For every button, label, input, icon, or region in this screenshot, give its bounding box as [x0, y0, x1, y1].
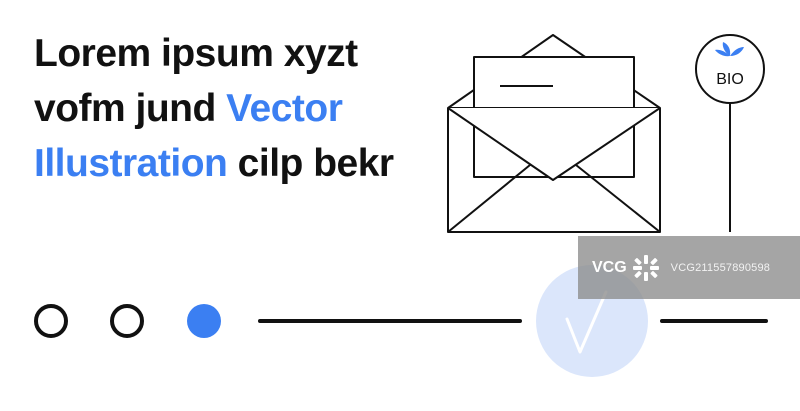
pinwheel-icon	[632, 254, 659, 281]
watermark-brand: VCG	[592, 258, 627, 276]
step-dot-3-active	[187, 304, 221, 338]
step-dot-1	[34, 304, 68, 338]
watermark-logo: VCG	[592, 253, 661, 283]
headline: Lorem ipsum xyzt vofm jund Vector Illust…	[34, 26, 454, 191]
badge-label: BIO	[716, 71, 744, 88]
watermark-id: VCG211557890598	[670, 261, 771, 274]
headline-part-2: cilp bekr	[227, 142, 394, 185]
watermark: VCG VCG211557890598	[578, 236, 800, 299]
step-dot-2	[110, 304, 144, 338]
bio-badge: BIO	[695, 34, 765, 232]
checkmark-icon	[565, 290, 608, 354]
headline-accent: Vector Illustration	[34, 87, 343, 185]
leaf-icon	[715, 42, 744, 57]
headline-part-1: Lorem ipsum xyzt vofm jund	[34, 32, 358, 130]
envelope-letter-icon	[447, 34, 661, 233]
progress-steps	[34, 304, 221, 338]
